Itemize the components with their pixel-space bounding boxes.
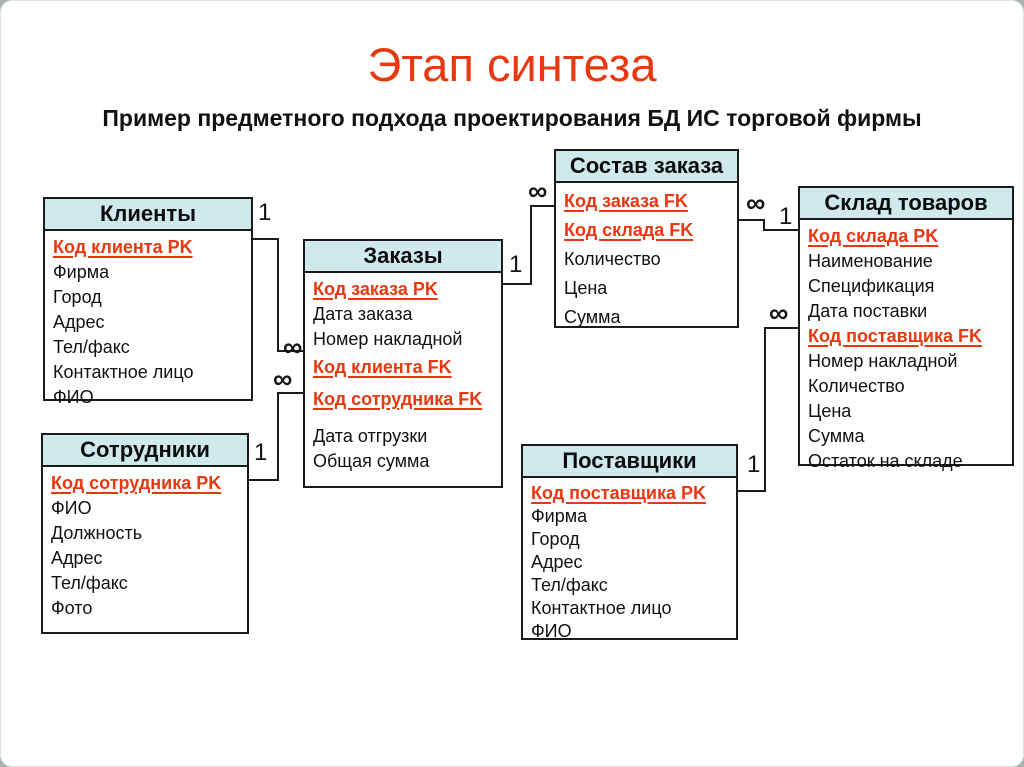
entity-attribute: Количество xyxy=(808,376,905,396)
entity-attribute: Адрес xyxy=(531,552,583,572)
entity-attribute: Тел/факс xyxy=(53,337,130,357)
entity-attribute: Код поставщика PK xyxy=(531,483,706,503)
cardinality-warehouse-many: ∞ xyxy=(769,298,789,328)
entity-attribute: Фото xyxy=(51,598,93,618)
entity-attribute: Наименование xyxy=(808,251,933,271)
entity-attribute: Должность xyxy=(51,523,143,543)
cardinality-employees-one: 1 xyxy=(254,439,268,466)
entity-attribute: Код сотрудника FK xyxy=(313,389,483,409)
cardinality-order-items-many-left: ∞ xyxy=(528,176,548,206)
entity-attribute: Количество xyxy=(564,249,661,269)
cardinality-order-items-many-right: ∞ xyxy=(746,188,766,218)
entity-attribute: Код склада FK xyxy=(564,220,694,240)
entity-title: Склад товаров xyxy=(824,190,988,215)
entity-attribute: Сумма xyxy=(564,307,621,327)
entity-attribute: ФИО xyxy=(531,621,572,641)
entity-orders-header: Заказы xyxy=(305,241,501,273)
cardinality-orders-many-employees: ∞ xyxy=(273,364,293,394)
entity-warehouse-header: Склад товаров xyxy=(800,188,1012,220)
entity-attribute: Код клиента FK xyxy=(313,357,452,377)
entity-order-items-header: Состав заказа xyxy=(556,151,737,183)
page-title: Этап синтеза xyxy=(367,38,657,91)
entity-clients-header: Клиенты xyxy=(45,199,251,231)
entity-attribute: Тел/факс xyxy=(531,575,608,595)
entity-attribute: Город xyxy=(53,287,102,307)
entity-attribute: Номер накладной xyxy=(808,351,958,371)
entity-attribute: Контактное лицо xyxy=(53,362,194,382)
cardinality-suppliers-one: 1 xyxy=(747,451,761,478)
connector-clients-orders xyxy=(253,238,303,352)
cardinality-clients-one: 1 xyxy=(258,199,272,226)
entity-attribute: Код клиента PK xyxy=(53,237,193,257)
entity-attribute: Номер накладной xyxy=(313,329,463,349)
entity-attribute: ФИО xyxy=(51,498,92,518)
entity-attribute: Контактное лицо xyxy=(531,598,672,618)
entity-title: Состав заказа xyxy=(569,153,724,178)
cardinality-orders-one: 1 xyxy=(509,251,523,278)
entity-attribute: Дата заказа xyxy=(313,304,413,324)
connector-orders-order-items xyxy=(503,205,554,285)
entity-attribute: Тел/факс xyxy=(51,573,128,593)
entity-attribute: Цена xyxy=(564,278,608,298)
entity-attribute: Код заказа PK xyxy=(313,279,438,299)
entity-attribute: Код заказа FK xyxy=(564,191,688,211)
entity-attribute: Фирма xyxy=(531,506,588,526)
entity-employees: Сотрудники Код сотрудника PK ФИО Должность… xyxy=(41,433,249,634)
entity-attribute: ФИО xyxy=(53,387,94,407)
connector-suppliers-warehouse xyxy=(738,327,798,492)
entity-title: Сотрудники xyxy=(80,437,210,462)
entity-attribute: Общая сумма xyxy=(313,451,430,471)
cardinality-warehouse-one: 1 xyxy=(779,203,793,230)
entity-suppliers-header: Поставщики xyxy=(523,446,736,478)
entity-attribute: Адрес xyxy=(51,548,103,568)
connector-order-items-warehouse xyxy=(739,219,798,231)
entity-attribute: Сумма xyxy=(808,426,865,446)
entity-title: Клиенты xyxy=(99,201,196,226)
entity-attribute: Остаток на складе xyxy=(808,451,963,471)
entity-attribute: Код поставщика FK xyxy=(808,326,982,346)
entity-attribute: Адрес xyxy=(53,312,105,332)
entity-attribute: Дата отгрузки xyxy=(313,426,428,446)
entity-attribute: Код сотрудника PK xyxy=(51,473,222,493)
entity-order-items: Состав заказа Код заказа FK Код склада FK… xyxy=(554,149,739,328)
entity-title: Заказы xyxy=(363,243,443,268)
entity-attribute: Город xyxy=(531,529,580,549)
entity-attribute: Дата поставки xyxy=(808,301,928,321)
entity-attribute: Спецификация xyxy=(808,276,935,296)
entity-employees-header: Сотрудники xyxy=(43,435,247,467)
entity-attribute: Код склада PK xyxy=(808,226,939,246)
connector-employees-orders xyxy=(249,392,303,481)
entity-attribute: Цена xyxy=(808,401,852,421)
entity-title: Поставщики xyxy=(562,448,697,473)
cardinality-orders-many-clients: ∞ xyxy=(283,332,303,362)
entity-attribute: Фирма xyxy=(53,262,110,282)
page-subtitle: Пример предметного подхода проектировани… xyxy=(102,105,922,131)
